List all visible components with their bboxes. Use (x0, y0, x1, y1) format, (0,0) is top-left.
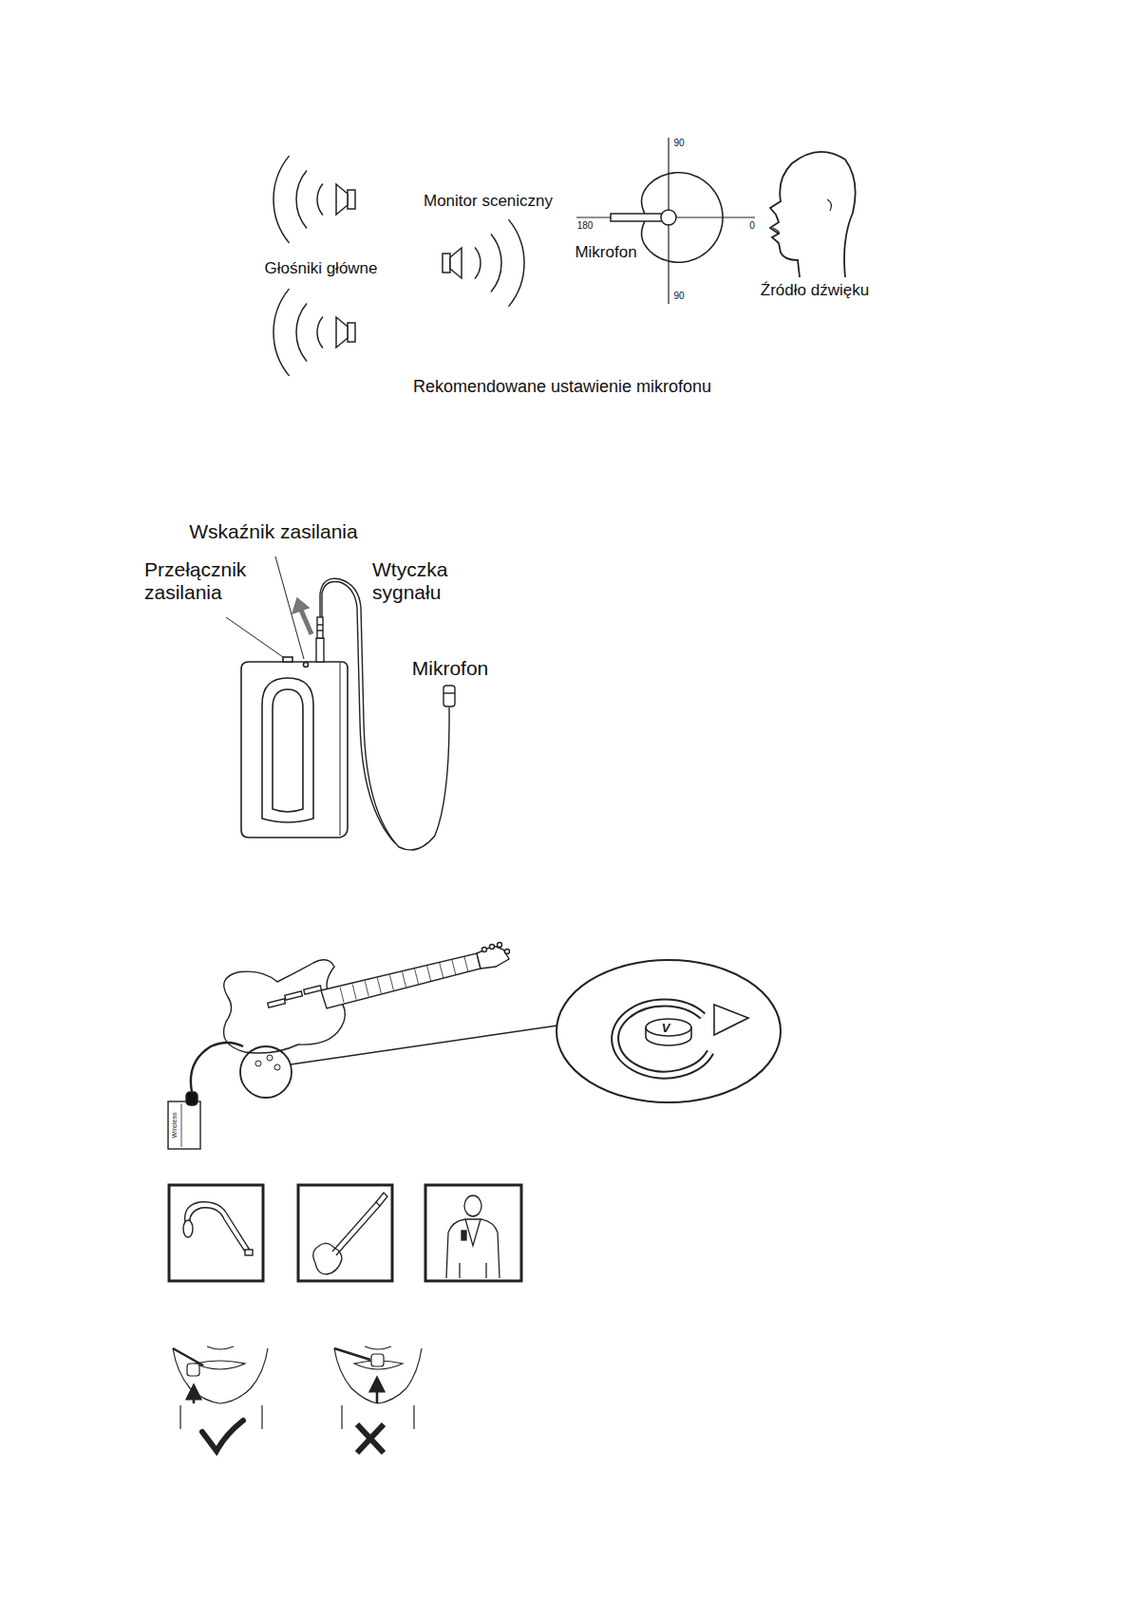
lavalier-microphone (443, 685, 455, 707)
insert-arrow (300, 607, 312, 635)
part-label: Wskaźnik zasilania (188, 520, 358, 544)
caption: Rekomendowane ustawienie mikrofonu (413, 377, 712, 397)
small-transmitter (168, 1092, 201, 1150)
guitar-fret (339, 987, 344, 1003)
signal-plug (316, 617, 324, 662)
detail-ellipse (556, 960, 781, 1103)
sound-wave (296, 169, 307, 228)
part-label: Przełącznik zasilania (144, 558, 287, 604)
guitar-fret (439, 962, 444, 979)
guitar-cable (190, 1042, 244, 1093)
presenter-icon (446, 1195, 500, 1279)
volume-knob (615, 1002, 749, 1076)
microphone (610, 209, 677, 226)
check-mark (202, 1420, 244, 1452)
icon-frame (298, 1185, 393, 1282)
guitar-fret (415, 968, 419, 984)
sound-wave (490, 233, 502, 292)
speaker-label: Głośniki główne (264, 259, 378, 279)
zoom-line (290, 1025, 558, 1065)
face-correct (172, 1346, 268, 1430)
head-profile (770, 151, 856, 278)
guitar-fret (377, 978, 381, 994)
guitar (224, 943, 510, 1055)
guitar-fret (352, 984, 357, 1000)
mic-cable (321, 582, 396, 845)
sound-wave (474, 246, 481, 279)
guitar-fret (464, 956, 469, 972)
monitor-speaker (442, 247, 462, 279)
sound-wave (273, 155, 290, 244)
main-speaker (336, 184, 356, 215)
angle-label: 90 (673, 290, 684, 302)
guitar-fret (402, 972, 407, 988)
bodypack-transmitter (241, 657, 348, 838)
part-label: Mikrofon (574, 243, 637, 263)
guitar-fret (452, 960, 456, 976)
sound-wave (317, 316, 323, 348)
sound-wave (273, 288, 290, 377)
icon-frame (425, 1185, 522, 1282)
angle-label: 180 (577, 220, 594, 232)
insert-arrow (292, 598, 309, 614)
detail-circle (240, 1046, 292, 1098)
sound-wave (296, 302, 307, 361)
icon-frame (169, 1185, 264, 1282)
leader-line (275, 556, 304, 660)
guitar-icon (313, 1192, 388, 1275)
part-label: Źródło dźwięku (760, 281, 869, 301)
angle-label: 90 (673, 137, 684, 150)
sound-wave (317, 183, 323, 215)
guitar-fret (364, 981, 369, 997)
knob-mark: V (661, 1021, 671, 1037)
guitar-fret (427, 965, 432, 982)
brand-label: Wireless (170, 1113, 179, 1139)
mouth (773, 227, 779, 234)
speaker-label: Monitor sceniczny (423, 191, 553, 211)
ear (827, 199, 831, 211)
guitar-knobs (255, 1055, 281, 1071)
part-label: Wtyczka sygnału (372, 558, 477, 604)
cross-mark (357, 1424, 384, 1453)
headset-icon (183, 1202, 253, 1256)
guitar-fret (389, 975, 394, 991)
face-wrong (334, 1346, 422, 1430)
mic-cable (320, 578, 450, 850)
sound-wave (508, 219, 525, 307)
angle-label: 0 (749, 220, 755, 232)
main-speaker (336, 317, 356, 348)
part-label: Mikrofon (412, 657, 490, 680)
leader-line (226, 617, 283, 658)
